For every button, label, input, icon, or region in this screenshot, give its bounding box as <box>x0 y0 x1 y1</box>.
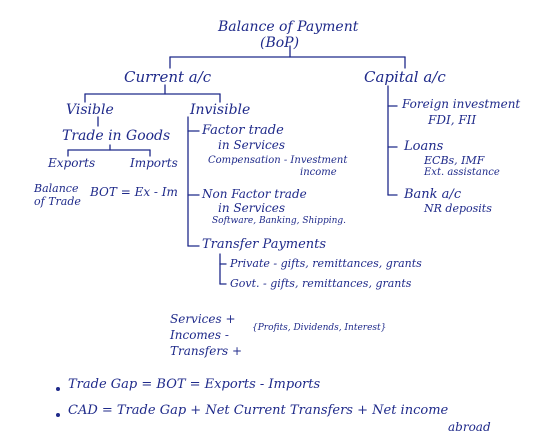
exports-label: Exports <box>48 156 96 170</box>
fdi-fii-label: FDI, FII <box>428 113 477 127</box>
bullet-dot-1 <box>56 387 60 391</box>
cad-formula-continued: abroad <box>448 420 491 434</box>
factor-trade-line-2: in Services <box>218 138 286 152</box>
nr-deposits-label: NR deposits <box>424 202 492 215</box>
ext-assistance-label: Ext. assistance <box>424 167 500 178</box>
cad-formula: CAD = Trade Gap + Net Current Transfers … <box>68 403 449 418</box>
current-account-label: Current a/c <box>124 68 212 86</box>
non-factor-line-2: in Services <box>218 201 286 215</box>
trade-in-goods-label: Trade in Goods <box>62 128 171 144</box>
transfers-plus: Transfers + <box>170 344 243 358</box>
title-line-1: Balance of Payment <box>218 19 359 35</box>
factor-detail-2: income <box>300 167 337 178</box>
transfer-payments-label: Transfer Payments <box>202 237 327 252</box>
factor-detail-1: Compensation - Investment <box>208 155 348 166</box>
bank-account-label: Bank a/c <box>404 187 462 202</box>
ecbs-imf-label: ECBs, IMF <box>424 154 485 167</box>
services-plus: Services + <box>170 312 236 326</box>
capital-account-label: Capital a/c <box>364 68 446 86</box>
balance-label: Balance <box>34 182 79 195</box>
non-factor-detail: Software, Banking, Shipping. <box>212 216 346 226</box>
invisible-label: Invisible <box>190 102 251 118</box>
bullet-dot-2 <box>56 413 60 417</box>
non-factor-line-1: Non Factor trade <box>202 187 307 201</box>
govt-transfers: Govt. - gifts, remittances, grants <box>230 277 412 290</box>
private-transfers: Private - gifts, remittances, grants <box>230 257 422 270</box>
bot-formula: BOT = Ex - Im <box>90 185 178 199</box>
incomes-detail: {Profits, Dividends, Interest} <box>252 323 387 333</box>
imports-label: Imports <box>130 156 178 170</box>
trade-gap-formula: Trade Gap = BOT = Exports - Imports <box>68 377 321 392</box>
loans-label: Loans <box>404 139 444 154</box>
title-line-2: (BoP) <box>260 35 300 51</box>
foreign-investment-label: Foreign investment <box>402 97 521 111</box>
visible-label: Visible <box>66 102 114 118</box>
of-trade-label: of Trade <box>34 195 81 208</box>
factor-trade-line-1: Factor trade <box>202 123 284 138</box>
incomes-minus: Incomes - <box>170 328 229 342</box>
